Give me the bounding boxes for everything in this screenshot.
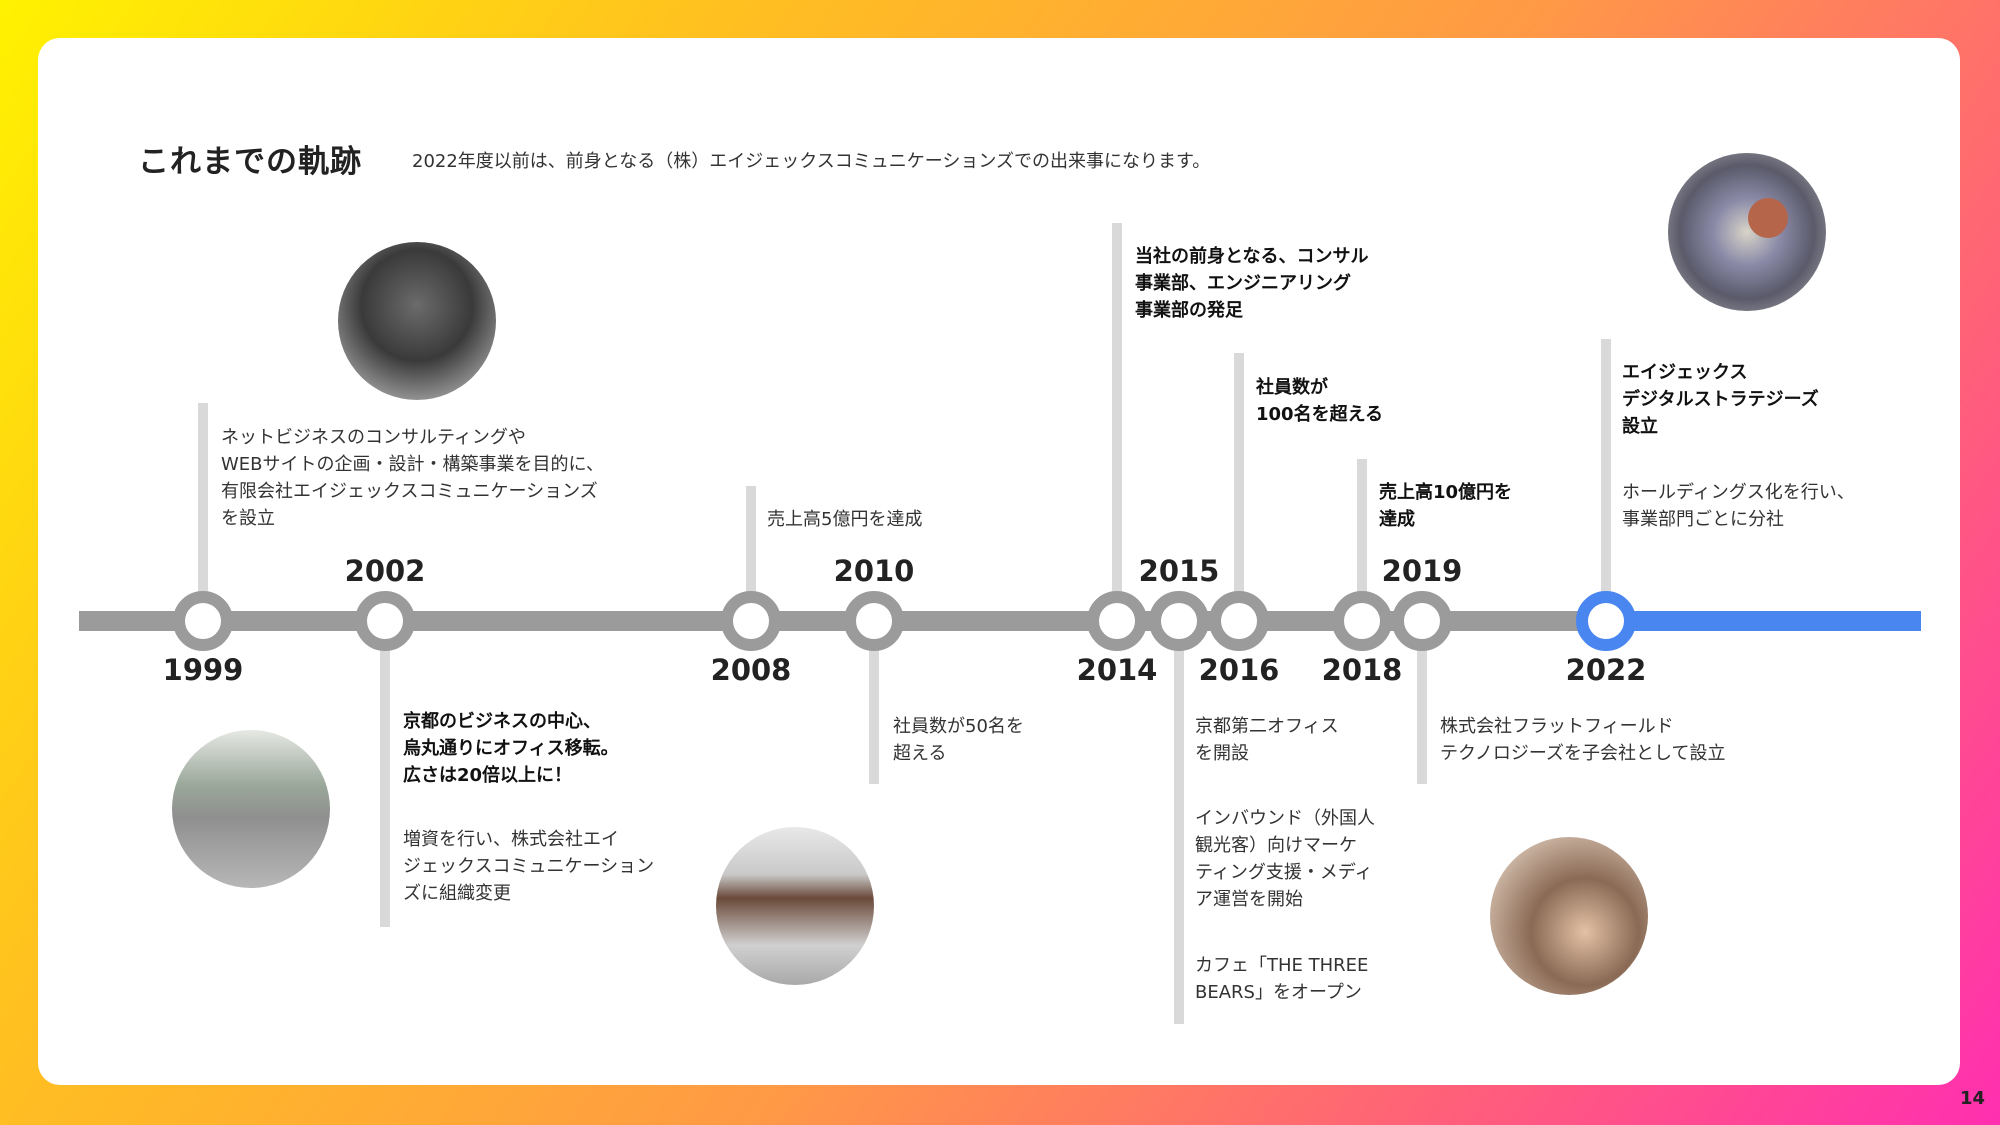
- node-2019: [1392, 591, 1452, 651]
- stem-1999: [198, 403, 208, 621]
- stem-2016: [1234, 353, 1244, 621]
- stem-2002: [380, 621, 390, 927]
- event-2015-text-2: インバウンド（外国人 観光客）向けマーケ ティング支援・メディ ア運営を開始: [1195, 808, 1375, 910]
- node-2016: [1209, 591, 1269, 651]
- year-label-2015: 2015: [1138, 554, 1220, 588]
- stem-2014: [1112, 223, 1122, 621]
- stem-2010: [869, 621, 879, 784]
- event-1999-text: ネットビジネスのコンサルティングや WEBサイトの企画・設計・構築事業を目的に、…: [221, 427, 604, 529]
- event-2022-text: ホールディングス化を行い、 事業部門ごとに分社: [1622, 482, 1855, 530]
- node-2022: [1576, 591, 1636, 651]
- timeline-current: [1606, 611, 1921, 631]
- photo-2008-office: [716, 827, 874, 985]
- year-label-2016: 2016: [1198, 653, 1280, 687]
- event-2002-headline: 京都のビジネスの中心、 烏丸通りにオフィス移転。 広さは20倍以上に！: [403, 711, 619, 786]
- stem-2022: [1601, 339, 1611, 621]
- node-2010: [844, 591, 904, 651]
- page-number: 14: [1960, 1088, 1986, 1109]
- page-title: これまでの軌跡: [138, 144, 362, 180]
- node-2014: [1087, 591, 1147, 651]
- event-2019-text: 株式会社フラットフィールド テクノロジーズを子会社として設立: [1440, 716, 1726, 764]
- event-2022-headline: エイジェックス デジタルストラテジーズ 設立: [1622, 362, 1819, 437]
- stem-2019: [1417, 621, 1427, 784]
- year-label-1999: 1999: [162, 653, 244, 687]
- photo-2019-people: [1490, 837, 1648, 995]
- node-2008: [721, 591, 781, 651]
- photo-2002-team: [338, 242, 496, 400]
- event-2014-headline: 当社の前身となる、コンサル 事業部、エンジニアリング 事業部の発足: [1135, 246, 1369, 321]
- node-1999: [173, 591, 233, 651]
- event-2018-headline: 売上高10億円を 達成: [1379, 482, 1513, 530]
- year-label-2022: 2022: [1565, 653, 1647, 687]
- event-2015-text: 京都第二オフィス を開設: [1195, 716, 1339, 764]
- photo-1999-street: [172, 730, 330, 888]
- year-label-2002: 2002: [344, 554, 426, 588]
- stem-2008: [746, 486, 756, 621]
- event-2008-text: 売上高5億円を達成: [767, 509, 923, 530]
- node-2018: [1332, 591, 1392, 651]
- year-label-2014: 2014: [1076, 653, 1158, 687]
- node-2002: [355, 591, 415, 651]
- stem-2018: [1357, 459, 1367, 621]
- node-2015: [1149, 591, 1209, 651]
- event-2010-text: 社員数が50名を 超える: [893, 716, 1024, 764]
- year-label-2010: 2010: [833, 554, 915, 588]
- year-label-2018: 2018: [1321, 653, 1403, 687]
- event-2015-text-3: カフェ「THE THREE BEARS」をオープン: [1195, 955, 1369, 1003]
- year-label-2019: 2019: [1381, 554, 1463, 588]
- photo-2022-figure: [1668, 153, 1826, 311]
- event-2016-headline: 社員数が 100名を超える: [1256, 377, 1384, 425]
- stem-2015: [1174, 621, 1184, 1024]
- page-subtitle: 2022年度以前は、前身となる（株）エイジェックスコミュニケーションズでの出来事…: [412, 151, 1211, 172]
- event-2002-text: 増資を行い、株式会社エイ ジェックスコミュニケーション ズに組織変更: [403, 829, 655, 904]
- year-label-2008: 2008: [710, 653, 792, 687]
